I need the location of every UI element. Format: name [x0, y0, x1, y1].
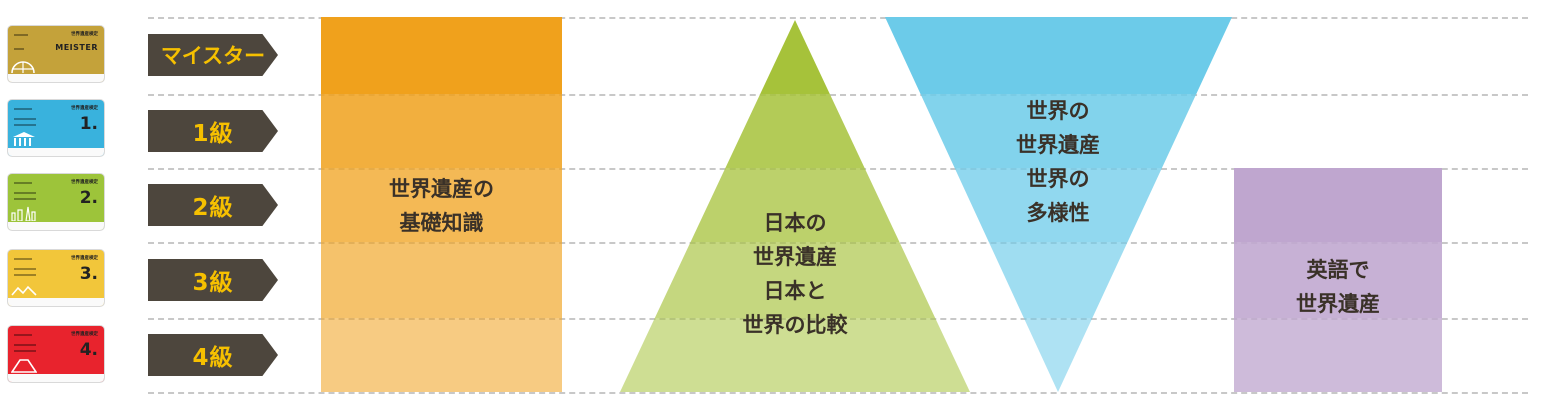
card-footer: [8, 222, 104, 230]
card-title: 世界遺産検定: [71, 332, 98, 337]
basics-band-2: [321, 168, 562, 242]
card-text-line: [14, 258, 32, 260]
english-band-3: [1234, 242, 1442, 318]
label-line: 多様性: [1026, 201, 1090, 225]
card-title: 世界遺産検定: [71, 180, 98, 185]
card-text-line: [14, 334, 32, 336]
card-text-line: [14, 182, 32, 184]
certificate-card-2: 世界遺産検定 2.: [8, 174, 104, 230]
label-line: 世界の: [1026, 99, 1090, 123]
mountains-icon: [11, 285, 37, 296]
level-tag-1: 1級: [148, 110, 278, 152]
label-line: 世界遺産: [753, 245, 837, 269]
label-line: 世界遺産: [1296, 292, 1380, 316]
japan-label: 日本の 世界遺産 日本と 世界の比較: [695, 206, 895, 342]
basics-label: 世界遺産の 基礎知識: [321, 172, 562, 240]
card-text-line: [14, 344, 36, 346]
card-text-line: [14, 274, 36, 276]
card-title: 世界遺産検定: [71, 106, 98, 111]
certificate-card-1: 世界遺産検定 1.: [8, 100, 104, 156]
card-text-line: [14, 108, 32, 110]
level-tag-4: 4級: [148, 334, 278, 376]
label-line: 世界の: [1026, 167, 1090, 191]
certificate-card-3: 世界遺産検定 3.: [8, 250, 104, 306]
card-level-mark: 1.: [79, 114, 98, 134]
card-text-line: [14, 34, 28, 36]
card-text-line: [14, 192, 36, 194]
basics-band-4: [321, 318, 562, 392]
level-tag-3: 3級: [148, 259, 278, 301]
label-line: 英語で: [1306, 258, 1370, 282]
world-band-meister: [885, 17, 1232, 94]
row-divider: [148, 94, 1528, 96]
row-divider: [148, 17, 1528, 19]
temple-icon: [13, 132, 35, 146]
label-line: 世界遺産の: [389, 177, 494, 201]
mount-fuji-icon: [11, 359, 37, 373]
card-level-mark: 3.: [79, 264, 98, 284]
certificate-card-meister: 世界遺産検定 MEISTER: [8, 26, 104, 82]
label-line: 日本の: [763, 211, 827, 235]
card-footer: [8, 298, 104, 306]
label-line: 日本と: [763, 279, 827, 303]
globe-icon: [11, 61, 35, 73]
card-text-line: [14, 350, 36, 352]
basics-column: [321, 17, 562, 392]
english-band-2: [1234, 168, 1442, 242]
card-level-mark: 4.: [79, 340, 98, 360]
english-label: 英語で 世界遺産: [1234, 253, 1442, 321]
world-label: 世界の 世界遺産 世界の 多様性: [958, 94, 1158, 230]
skyline-icon: [11, 206, 36, 221]
card-footer: [8, 374, 104, 382]
card-text-line: [14, 118, 36, 120]
japan-band-4: [620, 318, 970, 392]
english-column: [1234, 168, 1442, 392]
card-text-line: [14, 198, 36, 200]
card-level-mark: 2.: [79, 188, 98, 208]
card-footer: [8, 148, 104, 156]
basics-band-meister: [321, 17, 562, 94]
certificate-card-4: 世界遺産検定 4.: [8, 326, 104, 382]
card-text-line: [14, 268, 36, 270]
card-title: 世界遺産検定: [71, 32, 98, 37]
basics-band-3: [321, 242, 562, 318]
card-footer: [8, 74, 104, 82]
card-title: 世界遺産検定: [71, 256, 98, 261]
english-band-4: [1234, 318, 1442, 392]
row-divider: [148, 392, 1528, 394]
card-text-line: [14, 124, 36, 126]
basics-band-1: [321, 94, 562, 168]
label-line: 基礎知識: [399, 211, 484, 235]
level-tag-meister: マイスター: [148, 34, 278, 76]
label-line: 世界の比較: [742, 313, 848, 337]
card-text-line: [14, 48, 24, 50]
card-level-mark: MEISTER: [55, 43, 98, 52]
label-line: 世界遺産: [1016, 133, 1100, 157]
level-tag-2: 2級: [148, 184, 278, 226]
